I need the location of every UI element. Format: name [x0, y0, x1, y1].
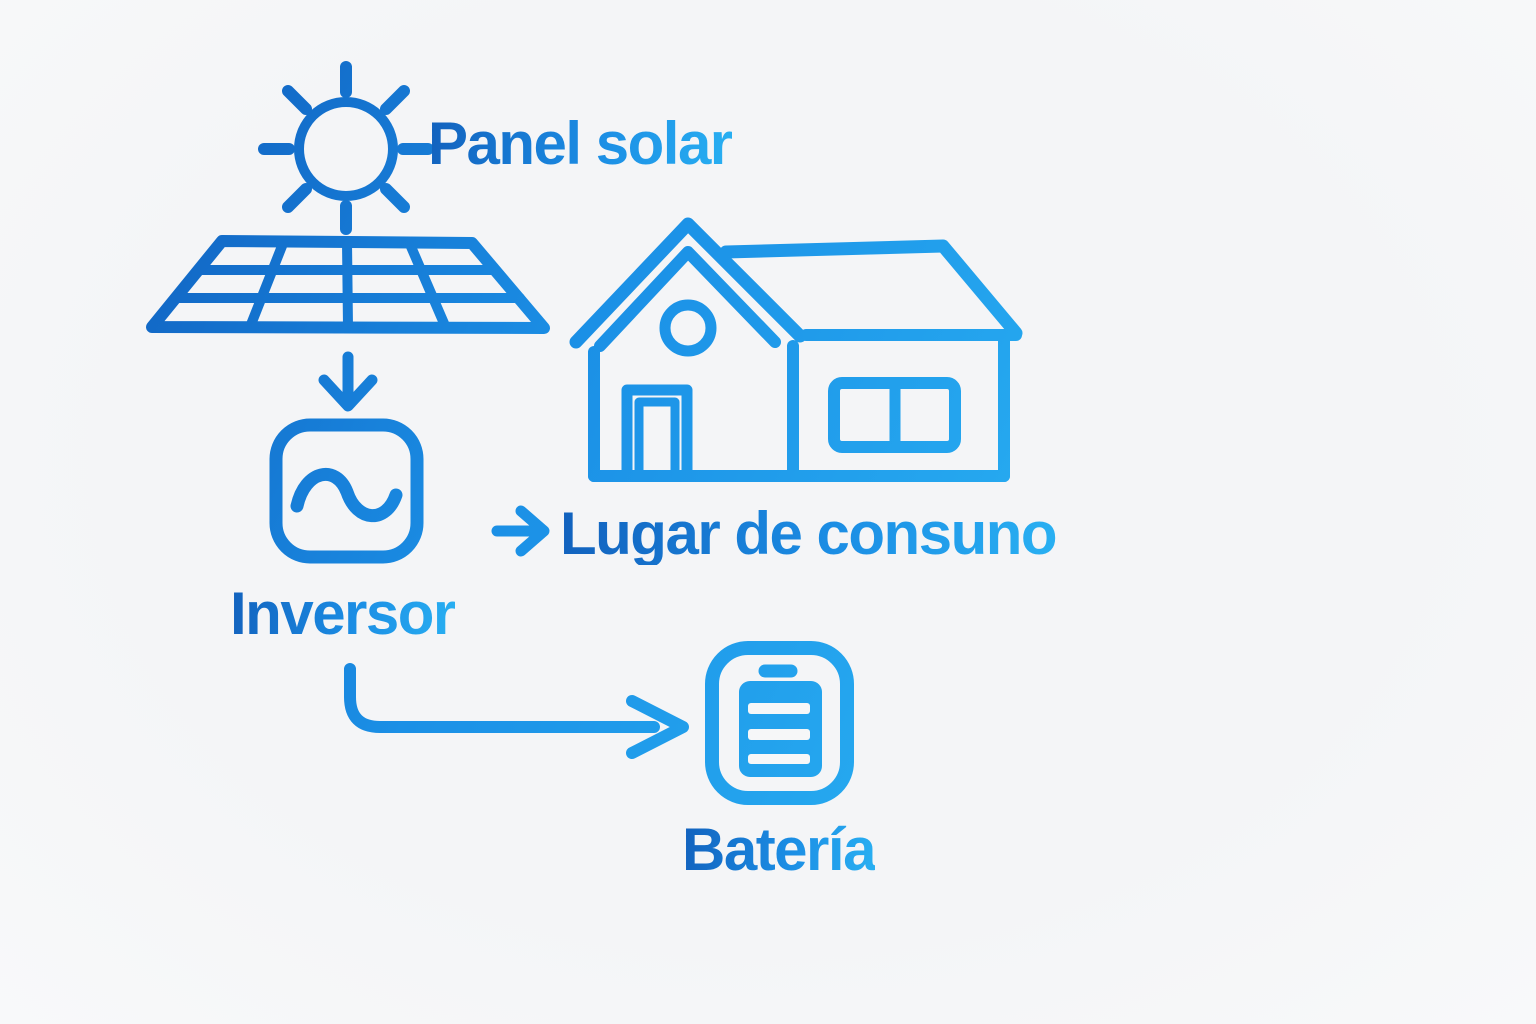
inversor-label: Inversor — [230, 580, 456, 647]
bateria-label: Batería — [682, 816, 876, 883]
sun-icon — [258, 61, 434, 235]
inverter-icon — [269, 418, 424, 564]
right-arrow-icon — [491, 505, 550, 557]
battery-icon — [705, 641, 854, 805]
curved-arrow-icon — [344, 663, 689, 759]
down-arrow-icon — [318, 351, 378, 412]
panel-solar-label: Panel solar — [428, 110, 733, 177]
lugar-de-consumo-label: Lugar de consuno — [560, 500, 1058, 567]
solar-panel-icon — [146, 235, 550, 334]
house-icon — [569, 217, 1023, 482]
